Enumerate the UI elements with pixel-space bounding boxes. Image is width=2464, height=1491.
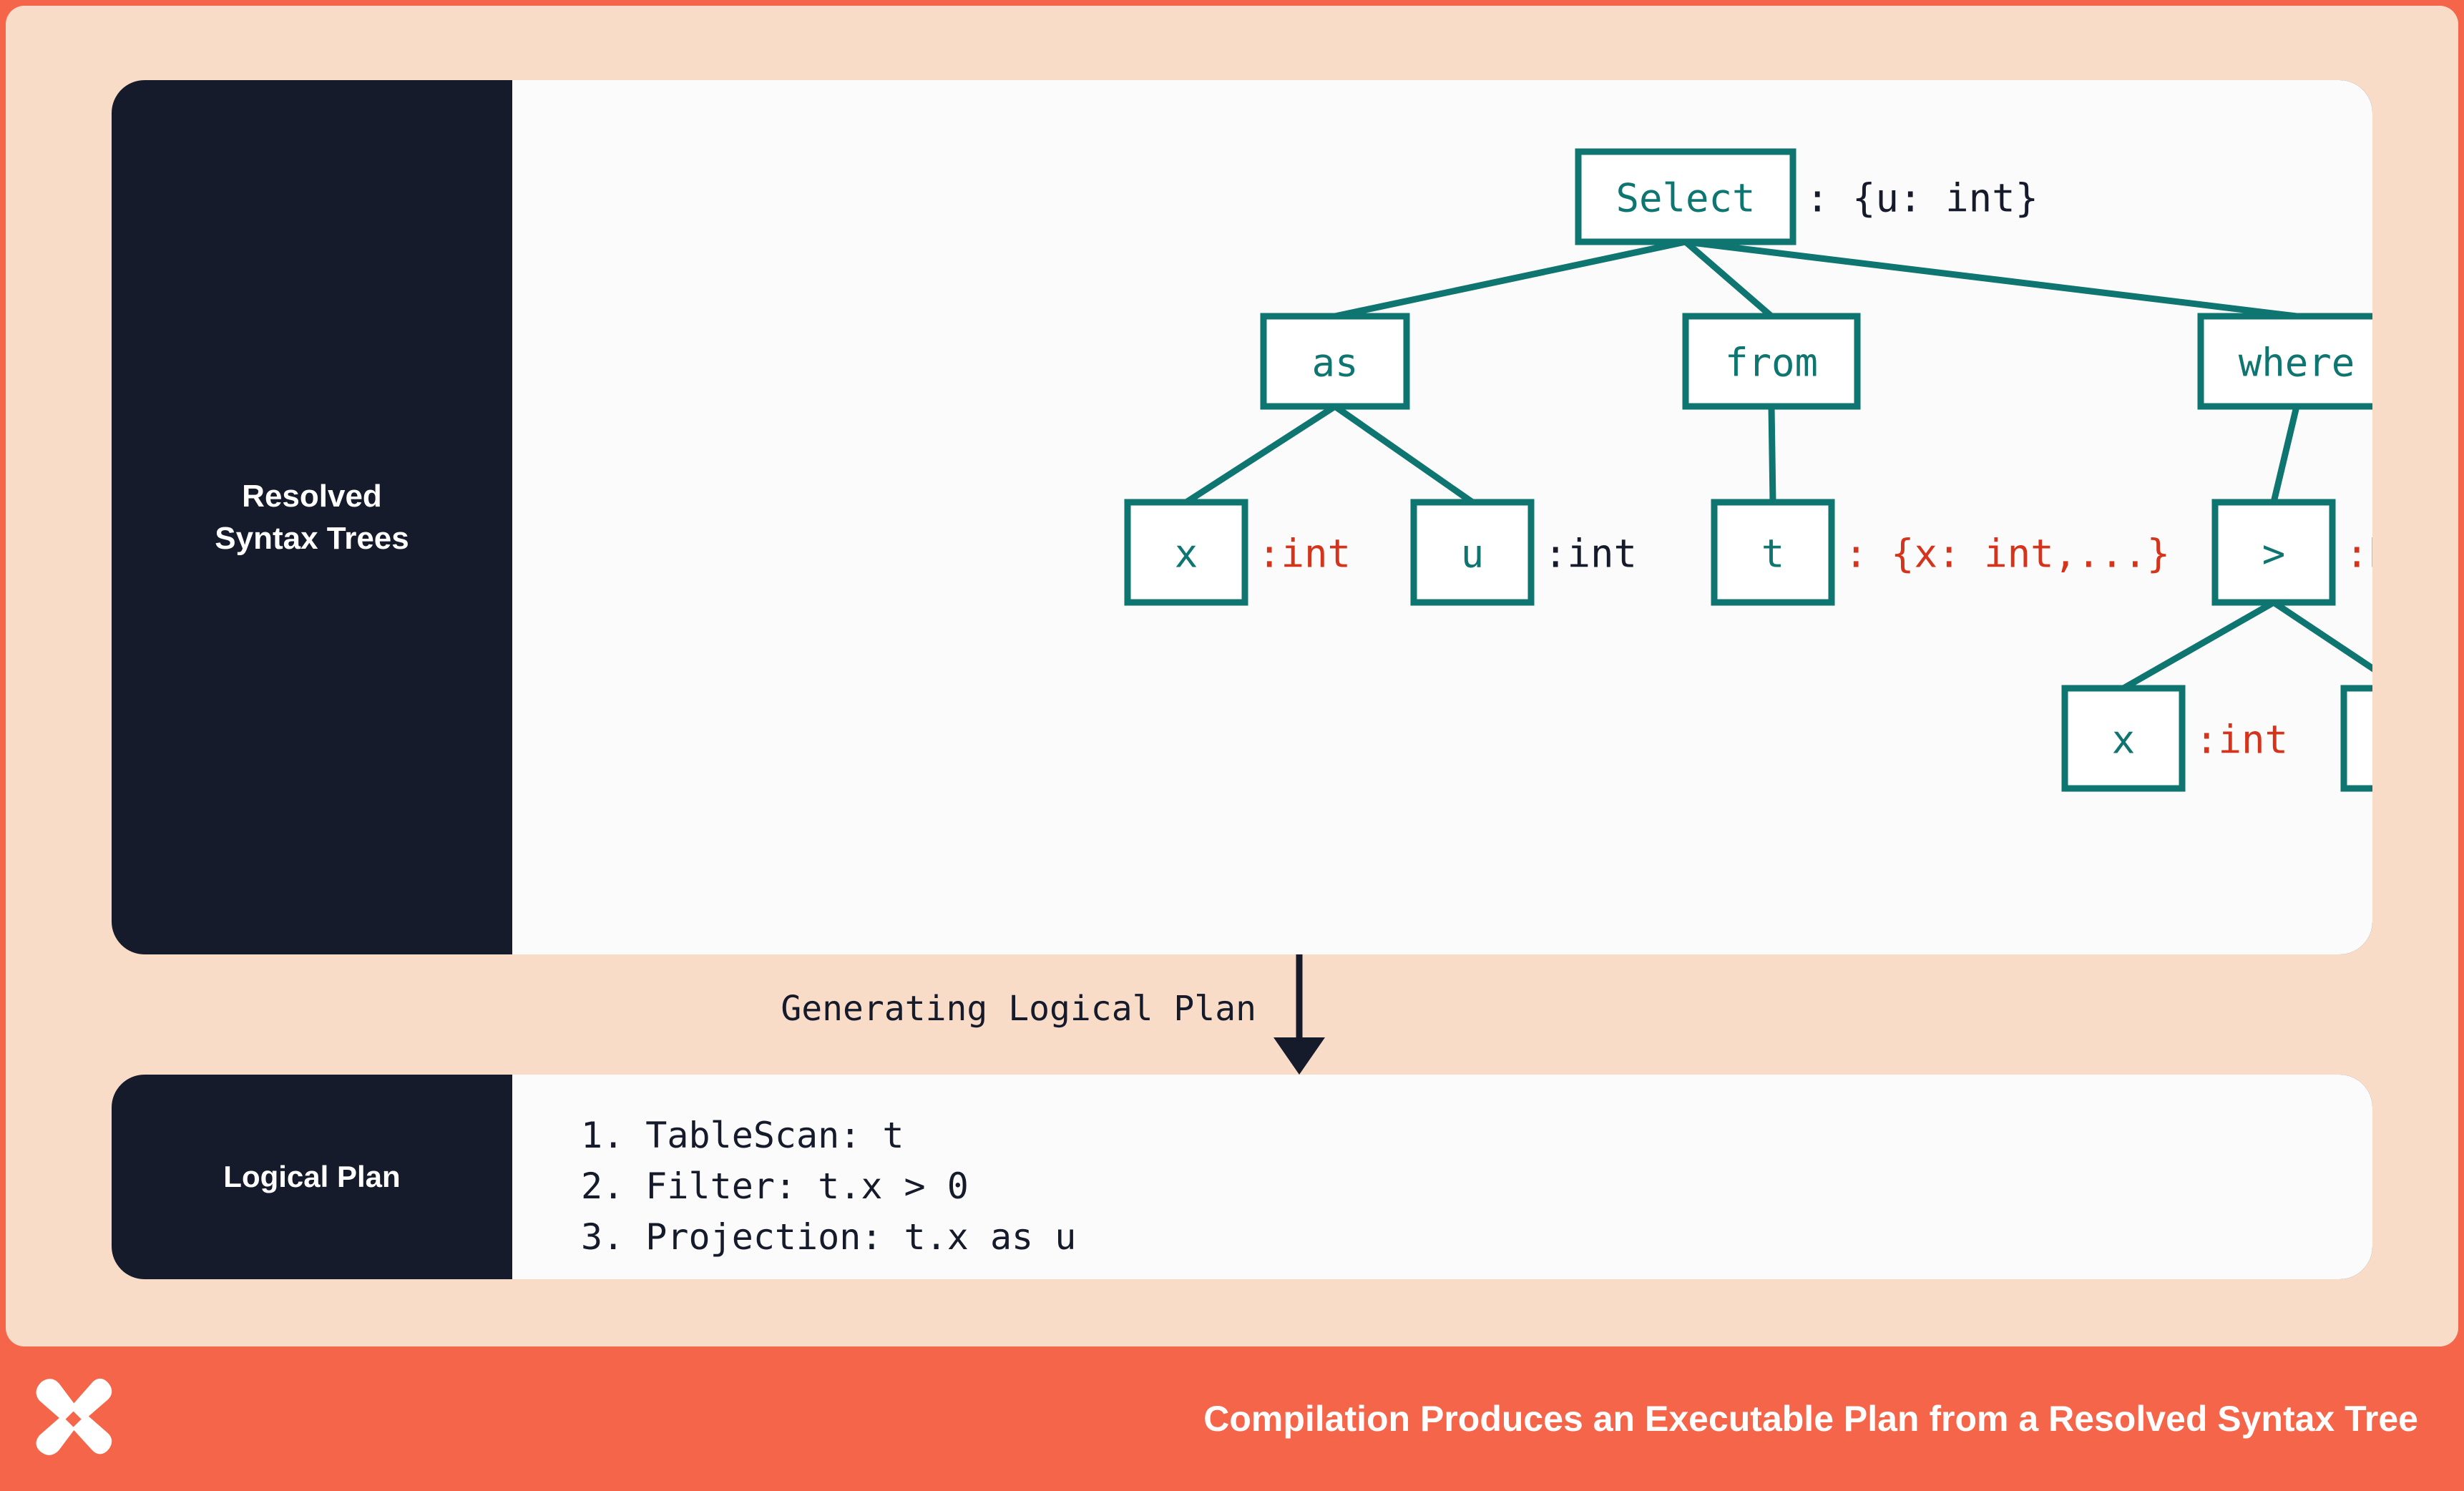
tree-edge-as-to-as-x (1184, 404, 1337, 505)
node-label-from: from (1725, 341, 1818, 386)
tree-node-as-x[interactable]: x :int (1124, 499, 1351, 606)
node-label-select: Select (1615, 176, 1755, 221)
transition-graphic: Generating Logical Plan (781, 954, 1325, 1075)
logical-plan-body: 1. TableScan: t 2. Filter: t.x > 0 3. Proj… (512, 1075, 2372, 1279)
syntax-tree-graphic: Select : {u: int} as from where x :int u :int t : … (1124, 148, 2372, 792)
tree-node-as-u[interactable]: u :int (1410, 499, 1637, 606)
butterfly-x-logo-icon (36, 1378, 112, 1455)
node-label-as-x: x (1175, 532, 1198, 577)
logical-plan-step-list: 1. TableScan: t 2. Filter: t.x > 0 3. Proj… (581, 1110, 1076, 1263)
transition-label: Generating Logical Plan (781, 989, 1256, 1029)
resolved-syntax-trees-panel: Resolved Syntax Trees Select : {u: int} as… (112, 80, 2372, 954)
tree-node-select[interactable]: Select : {u: int} (1575, 148, 2038, 245)
node-type-annotation-as-u: :int (1544, 532, 1637, 577)
tree-node-from-t[interactable]: t : {x: int,...} (1711, 499, 2170, 606)
logical-plan-step: 3. Projection: t.x as u (581, 1216, 1077, 1258)
poster-canvas: Resolved Syntax Trees Select : {u: int} as… (6, 6, 2458, 1346)
resolved-syntax-trees-label: Resolved Syntax Trees (112, 80, 512, 954)
tree-label-line-1: Resolved (242, 478, 382, 514)
generating-logical-plan-transition: Generating Logical Plan (112, 954, 2372, 1075)
logical-plan-step: 2. Filter: t.x > 0 (581, 1165, 969, 1207)
node-box-as-x (1124, 499, 1248, 606)
tree-edge-as-to-as-u (1333, 404, 1475, 505)
tree-node-gt-0[interactable]: 0:int (2340, 685, 2372, 792)
node-label-gt: > (2262, 532, 2286, 577)
tree-node-from[interactable]: from (1682, 313, 1861, 410)
syntax-tree-canvas: Select : {u: int} as from where x :int u :int t : … (512, 80, 2372, 954)
tree-edges (1184, 238, 2372, 691)
logical-plan-label: Logical Plan (223, 1159, 401, 1193)
tree-node-where[interactable]: where (2197, 313, 2372, 410)
node-label-as: as (1311, 341, 1358, 386)
node-box-from-t (1711, 499, 1835, 606)
node-box-gt-0 (2340, 685, 2372, 792)
tree-edge-select-to-from (1683, 239, 1774, 319)
node-type-annotation-gt: :bool (2345, 532, 2372, 577)
transition-arrow-head (1273, 1037, 1325, 1075)
node-label-as-u: u (1461, 532, 1485, 577)
node-box-from (1682, 313, 1861, 410)
node-type-annotation-select: : {u: int} (1806, 176, 2038, 221)
tree-label-line-2: Syntax Trees (215, 521, 409, 556)
footer-caption: Compilation Produces an Executable Plan … (1203, 1399, 2418, 1439)
node-type-annotation-from-t: : {x: int,...} (1844, 532, 2170, 577)
node-box-as (1260, 313, 1410, 410)
tree-node-gt[interactable]: > :bool (2211, 499, 2372, 606)
tree-node-gt-x[interactable]: x :int (2061, 685, 2288, 792)
node-box-as-u (1410, 499, 1535, 606)
tree-edge-where-to-gt (2270, 405, 2300, 504)
tree-edge-select-to-where (1685, 238, 2297, 320)
node-label-where: where (2239, 341, 2355, 386)
node-box-where (2197, 313, 2372, 410)
tree-edge-gt-to-gt-0 (2272, 600, 2372, 673)
tree-edge-from-to-from-t (1768, 406, 1776, 503)
tree-node-as[interactable]: as (1260, 313, 1410, 410)
node-box-gt (2211, 499, 2336, 606)
node-type-annotation-as-x: :int (1258, 532, 1351, 577)
node-type-annotation-gt-x: :int (2195, 718, 2288, 763)
node-box-gt-x (2061, 685, 2186, 792)
node-label-from-t: t (1761, 532, 1785, 577)
node-label-gt-x: x (2112, 718, 2136, 763)
tree-edge-select-to-as (1334, 238, 1686, 320)
tree-edge-gt-to-gt-x (2121, 600, 2276, 691)
node-box-select (1575, 148, 1796, 245)
logical-plan-panel: Logical Plan 1. TableScan: t 2. Filter: t… (112, 1075, 2372, 1279)
footer-bar: Compilation Produces an Executable Plan … (0, 1346, 2464, 1491)
logical-plan-step: 1. TableScan: t (581, 1115, 904, 1156)
